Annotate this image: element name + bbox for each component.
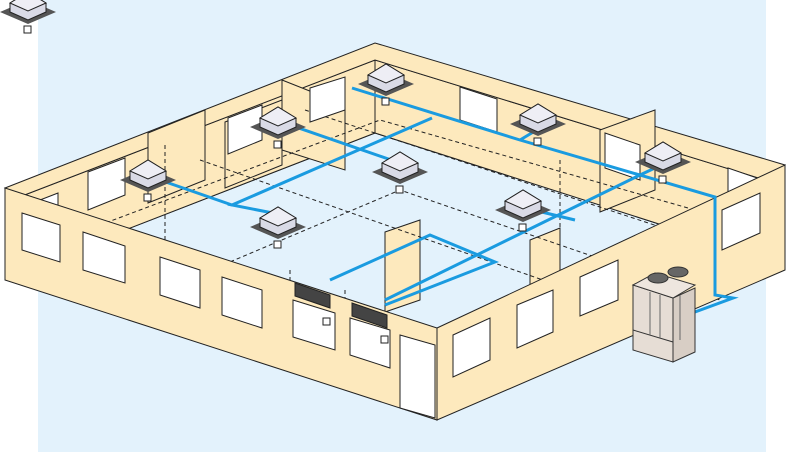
front-windows: [21, 192, 761, 419]
wall-mounted-unit-icon: [294, 282, 331, 326]
wall-mounted-unit-icon: [351, 302, 389, 344]
indoor-units: [0, 0, 692, 344]
outdoor-unit-icon: [631, 266, 697, 363]
ceiling-cassette-icon: [0, 0, 56, 34]
